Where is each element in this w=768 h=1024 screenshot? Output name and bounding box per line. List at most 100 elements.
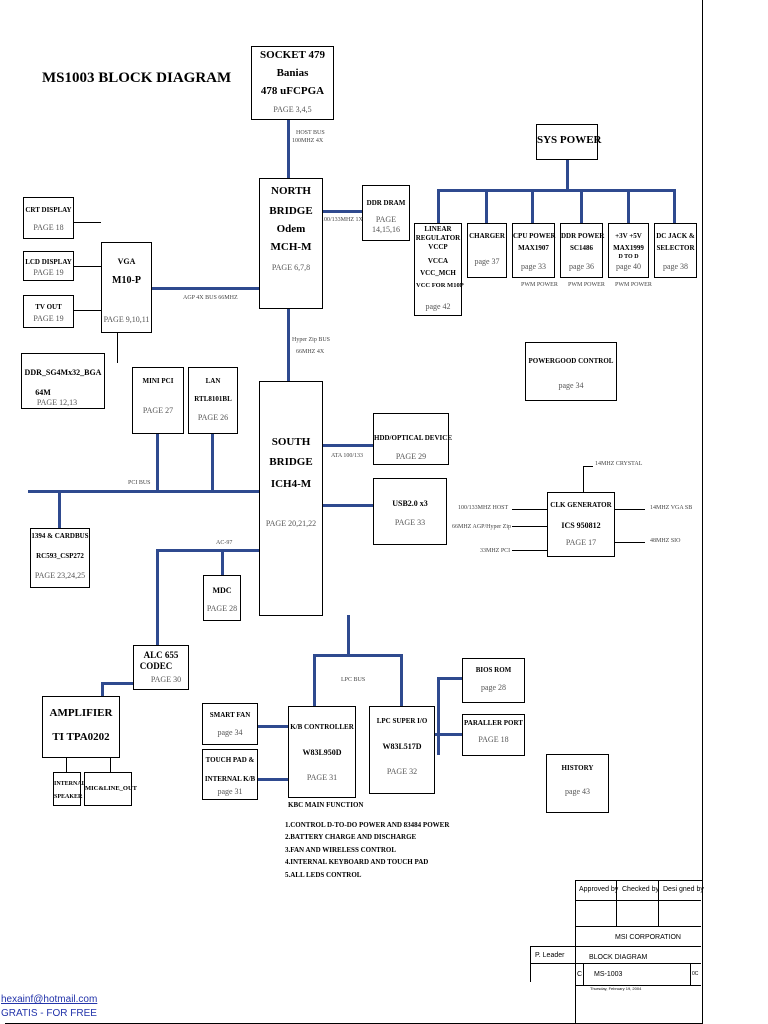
cpu-socket-title: SOCKET 479 — [260, 49, 325, 61]
block-lcd-display[interactable]: LCD DISPLAY PAGE 19 — [23, 251, 74, 281]
block-ddr-dram[interactable]: DDR DRAM PAGE 14,15,16 — [362, 185, 410, 241]
block-linear-regulator[interactable]: LINEAR REGULATOR VCCP VCCA VCC_MCH VCC F… — [414, 223, 464, 316]
lcd-display-title: LCD DISPLAY — [25, 258, 72, 266]
block-charger[interactable]: CHARGER page 37 — [467, 223, 507, 278]
revision-code: C — [577, 971, 583, 978]
block-ddr-power[interactable]: DDR POWER SC1486 page 36 — [560, 223, 604, 278]
cpu-socket-name: Banias — [276, 67, 309, 79]
south-bridge-l1: SOUTH — [271, 436, 311, 448]
cardbus-drop — [58, 490, 61, 528]
block-sys-power[interactable]: SYS POWER — [536, 124, 602, 160]
block-touch-pad[interactable]: TOUCH PAD & INTERNAL K/B page 31 — [202, 749, 258, 800]
kbc-function-item: 5.ALL LEDS CONTROL — [285, 870, 362, 879]
linear-l4: VCCA — [427, 257, 449, 265]
title-block-rev-div — [583, 963, 584, 985]
mdc-page: PAGE 28 — [206, 604, 238, 613]
touch-pad-l2: INTERNAL K/B — [204, 775, 256, 783]
block-cpu-socket[interactable]: SOCKET 479 Banias 478 uFCPGA PAGE 3,4,5 — [251, 46, 334, 120]
video-ram-title: DDR_SG4Mx32_BGA — [24, 368, 102, 377]
block-internal-speaker[interactable]: INTERNAL SPEAKER — [53, 772, 86, 806]
mdc-title: MDC — [212, 586, 232, 595]
powergood-title: POWERGOOD CONTROL — [528, 357, 614, 365]
micline-link — [110, 758, 111, 772]
block-history[interactable]: HISTORY page 43 — [546, 754, 609, 813]
rail-drop-2 — [485, 189, 488, 223]
block-cpu-power[interactable]: CPU POWER MAX1907 page 33 — [512, 223, 556, 278]
ddr-dram-page-nums: 14,15,16 — [372, 225, 400, 234]
bios-rom-page: page 28 — [480, 683, 507, 692]
touch-pad-l1: TOUCH PAD & — [205, 756, 255, 764]
title-block-row-2 — [575, 926, 701, 927]
usb-bus — [322, 504, 373, 507]
north-bridge-page: PAGE 6,7,8 — [271, 263, 311, 272]
block-cardbus[interactable]: 1394 & CARDBUS RC593_CSP272 PAGE 23,24,2… — [30, 528, 90, 588]
block-lan[interactable]: LAN RTL8101BL PAGE 26 — [188, 367, 238, 434]
block-video-ram[interactable]: DDR_SG4Mx32_BGA 64M PAGE 12,13 — [21, 353, 105, 409]
touch-pad-page: page 31 — [217, 787, 243, 796]
ddr-power-pwm-label: PWM POWER — [568, 282, 605, 288]
clk-label-vga: 14MHZ VGA SB — [650, 505, 693, 511]
history-title: HISTORY — [561, 764, 594, 772]
mini-pci-title: MINI PCI — [142, 377, 174, 385]
host-bus — [287, 120, 290, 178]
alc-codec-page: PAGE 30 — [150, 675, 182, 684]
block-powergood-control[interactable]: POWERGOOD CONTROL page 34 — [525, 342, 617, 401]
super-io-page: PAGE 32 — [386, 767, 418, 776]
vga-title: VGA — [117, 257, 136, 266]
cpu-power-chip: MAX1907 — [518, 244, 549, 252]
sys-power-drop — [566, 160, 569, 190]
block-smart-fan[interactable]: SMART FAN page 34 — [202, 703, 258, 745]
block-super-io[interactable]: LPC SUPER I/O W83L517D PAGE 32 — [369, 706, 435, 794]
smart-fan-page: page 34 — [217, 728, 243, 737]
block-mic-line-out[interactable]: MIC&LINE_OUT — [84, 772, 137, 806]
title-block-left-edge — [530, 946, 531, 982]
block-south-bridge[interactable]: SOUTH BRIDGE ICH4-M PAGE 20,21,22 — [259, 381, 323, 616]
alc-codec-chip: ALC 655 — [143, 650, 179, 660]
sio-right-v — [437, 677, 440, 755]
ddr-dram-page: PAGE — [375, 215, 397, 224]
lan-title: LAN — [205, 377, 221, 385]
lpc-kbc-drop — [313, 654, 316, 706]
vga-chip: M10-P — [112, 275, 141, 286]
kbc-function-list: 1.CONTROL D-TO-DO POWER AND 83484 POWER … — [285, 819, 449, 881]
v3v5-page: page 40 — [615, 262, 642, 271]
clk-out-5 — [615, 542, 645, 543]
block-parallel-port[interactable]: PARALLER PORT PAGE 18 — [462, 714, 525, 756]
block-hdd-optical[interactable]: HDD/OPTICAL DEVICE PAGE 29 — [373, 413, 452, 465]
ddr-power-page: page 36 — [568, 262, 595, 271]
sheet-date: Thursday, February 19, 2004 — [590, 986, 642, 991]
block-alc-codec[interactable]: ALC 655 CODEC PAGE 30 — [133, 645, 189, 690]
cardbus-page: PAGE 23,24,25 — [34, 571, 86, 580]
block-tv-out[interactable]: TV OUT PAGE 19 — [23, 295, 74, 328]
block-bios-rom[interactable]: BIOS ROM page 28 — [462, 658, 525, 703]
block-vga[interactable]: VGA M10-P PAGE 9,10,11 — [101, 242, 152, 333]
super-io-title: LPC SUPER I/O — [376, 717, 428, 725]
block-usb[interactable]: USB2.0 x3 PAGE 33 — [373, 478, 447, 545]
kbc-function-item: 1.CONTROL D-TO-DO POWER AND 83484 POWER — [285, 821, 450, 829]
block-kbc[interactable]: K/B CONTROLLER W83L950D PAGE 31 — [288, 706, 356, 798]
amp-link-h — [101, 682, 133, 685]
block-amplifier[interactable]: AMPLIFIER TI TPA0202 — [42, 696, 120, 758]
block-crt-display[interactable]: CRT DISPLAY PAGE 18 — [23, 197, 74, 239]
block-3v-5v-power[interactable]: +3V +5V MAX1999 D TO D page 40 — [608, 223, 649, 278]
clk-label-pci: 33MHZ PCI — [480, 548, 511, 554]
block-dc-jack[interactable]: DC JACK & SELECTOR page 38 — [654, 223, 697, 278]
memory-bus — [322, 210, 362, 213]
title-block-approval-row — [575, 880, 701, 901]
block-mini-pci[interactable]: MINI PCI PAGE 27 — [132, 367, 184, 434]
block-north-bridge[interactable]: NORTH BRIDGE Odem MCH-M PAGE 6,7,8 — [259, 178, 323, 309]
ac97-bus-label: AC-97 — [216, 540, 233, 546]
ddr-power-chip: SC1486 — [570, 244, 593, 252]
dc-jack-l2: SELECTOR — [656, 244, 695, 252]
dc-jack-l1: DC JACK & — [656, 232, 695, 240]
block-mdc[interactable]: MDC PAGE 28 — [203, 575, 241, 621]
kbc-function-title: KBC MAIN FUNCTION — [288, 801, 364, 809]
clk-out-1 — [512, 509, 547, 510]
linear-page: page 42 — [425, 302, 451, 311]
vga-page: PAGE 9,10,11 — [103, 315, 150, 324]
watermark-email[interactable]: hexainf@hotmail.com — [1, 994, 98, 1005]
block-clock-generator[interactable]: CLK GENERATOR ICS 950812 PAGE 17 — [547, 492, 615, 557]
kbc-chip: W83L950D — [302, 748, 342, 757]
tv-out-page: PAGE 19 — [33, 314, 64, 323]
crt-display-page: PAGE 18 — [33, 223, 64, 232]
